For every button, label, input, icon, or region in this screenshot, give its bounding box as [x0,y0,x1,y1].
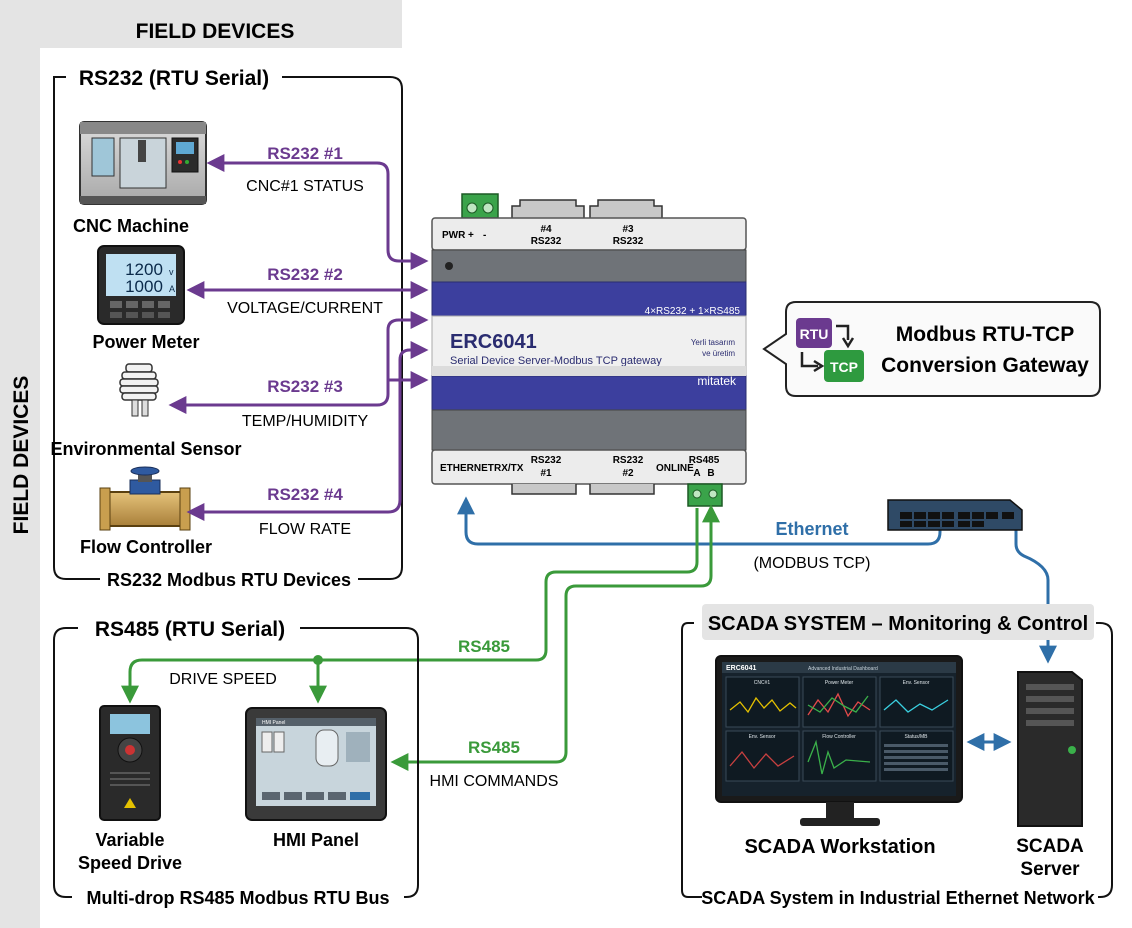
rs232-link-2-label: RS232 #2 [267,265,343,284]
modbus-tcp-label: (MODBUS TCP) [753,555,870,572]
header-band [0,0,402,48]
pwr-plus: + [468,230,474,241]
flow-controller-icon [99,466,191,531]
rs232-group-title: RS232 (RTU Serial) [79,67,269,90]
vsd-label-line2: Speed Drive [78,853,182,873]
gateway-brand: mitatek [697,374,737,388]
rs232-link-1-signal: CNC#1 STATUS [246,178,364,195]
scada-screen-header: Advanced Industrial Dashboard [808,666,878,672]
callout-line1: Modbus RTU-TCP [896,323,1074,346]
side-strip [0,0,40,928]
ethernet-link [457,496,1057,664]
ethernet-label: Ethernet [775,519,848,539]
gateway-description: Serial Device Server-Modbus TCP gateway [450,355,662,367]
scada-workstation-icon [715,655,963,826]
rs485-group-frame [53,627,419,898]
callout-line2: Conversion Gateway [881,354,1089,377]
hmi-screen-title: HMI Panel [262,720,285,726]
port4-num: #4 [540,224,552,235]
gateway-model: ERC6041 [450,331,537,353]
rs485-port-label: RS485 [689,455,720,466]
conversion-arrow-icon [836,324,850,340]
power-meter-unit-top: v [169,267,174,277]
tcp-badge [824,350,864,382]
rxtx-label: RX/TX [494,463,524,474]
scada-panel-1-title: CNC#1 [754,680,771,686]
power-meter-display-bottom: 1000 [125,277,163,296]
power-meter-unit-bottom: A [169,284,175,294]
scada-server-icon [1017,671,1083,827]
brand-strip [432,366,746,376]
rs232-group-footer: RS232 Modbus RTU Devices [107,570,351,590]
rtu-badge [796,318,832,348]
vsd-label-line1: Variable [95,830,164,850]
port2-num: #2 [622,468,634,479]
port2-type: RS232 [613,455,644,466]
rs485-a-label: A [693,468,700,479]
bus-junction [313,655,323,665]
hmi-panel-label: HMI Panel [273,830,359,850]
scada-panel-4-title: Env. Sensor [749,734,776,740]
port3-num: #3 [622,224,634,235]
port-summary: 4×RS232 + 1×RS485 [645,306,741,317]
scada-group-frame [681,622,1113,898]
scada-panel-6-title: Status/MB [904,734,928,740]
port1-type: RS232 [531,455,562,466]
online-label: ONLINE [656,463,694,474]
rs232-link-4-signal: FLOW RATE [259,521,351,538]
drive-speed-signal: DRIVE SPEED [169,671,277,688]
ethernet-port-label: ETHERNET [440,463,494,474]
rs485-b-label: B [707,468,714,479]
rs232-links [168,154,429,521]
scada-footer: SCADA System in Industrial Ethernet Netw… [701,888,1095,908]
cnc-machine-icon [79,121,207,205]
made-in-line2: ve üretim [702,349,735,358]
pwr-label: PWR [442,230,466,241]
scada-title: SCADA SYSTEM – Monitoring & Control [708,613,1088,635]
power-meter-label: Power Meter [92,332,199,352]
scada-server-label-1: SCADA [1016,836,1084,857]
pwr-minus: - [483,230,486,241]
environmental-sensor-label: Environmental Sensor [50,439,241,459]
cnc-machine-label: CNC Machine [73,216,189,236]
variable-speed-drive-icon [99,705,161,821]
hmi-panel-icon [245,707,387,821]
rs485-group-title: RS485 (RTU Serial) [95,618,285,641]
rs485-group-footer: Multi-drop RS485 Modbus RTU Bus [87,888,390,908]
tcp-badge-text: TCP [830,359,858,375]
made-in-line1: Yerli tasarım [691,338,736,347]
rs485-bus-label-1: RS485 [458,637,510,656]
network-switch-icon [887,499,1023,531]
callout-bubble [762,301,1101,397]
flow-controller-label: Flow Controller [80,537,212,557]
rs232-link-1-label: RS232 #1 [267,144,343,163]
scada-app-title: ERC6041 [726,665,756,672]
port1-num: #1 [540,468,552,479]
hmi-commands-signal: HMI COMMANDS [430,773,559,790]
rs232-link-2-signal: VOLTAGE/CURRENT [227,300,383,317]
scada-panel-2-title: Power Meter [825,680,854,686]
scada-server-label-2: Server [1020,859,1080,880]
rs485-bus-label-2: RS485 [468,738,520,757]
rs232-link-4-label: RS232 #4 [267,485,343,504]
field-devices-header: FIELD DEVICES [136,20,295,43]
environmental-sensor-icon [119,363,159,417]
power-meter-display-top: 1200 [125,260,163,279]
scada-title-band [702,604,1094,640]
rs485-links [121,504,720,771]
scada-workstation-label: SCADA Workstation [744,836,935,858]
scada-panel-3-title: Env. Sensor [903,680,930,686]
power-meter-icon [97,245,185,325]
port4-type: RS232 [531,236,562,247]
rs232-link-3-signal: TEMP/HUMIDITY [242,413,369,430]
port3-type: RS232 [613,236,644,247]
side-label: FIELD DEVICES [10,376,33,535]
scada-panel-5-title: Flow Controller [822,734,856,740]
rtu-badge-text: RTU [800,326,829,342]
conversion-arrow-icon-2 [800,352,818,368]
rs232-link-3-label: RS232 #3 [267,377,343,396]
